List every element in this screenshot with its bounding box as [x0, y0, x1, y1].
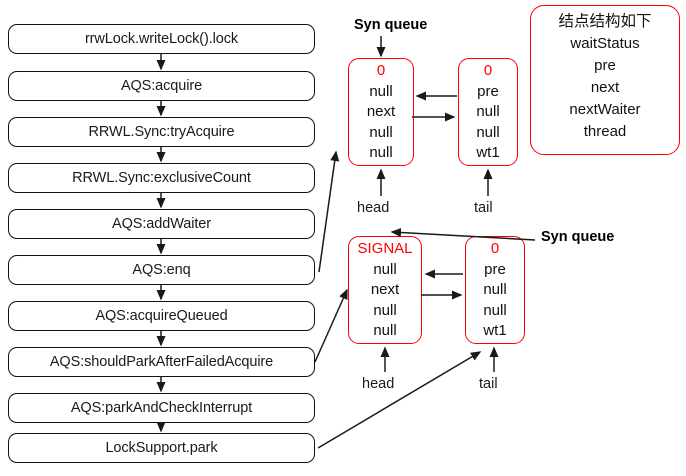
node-field-thread: null — [373, 322, 397, 339]
flow-step-5: AQS:enq — [8, 255, 315, 285]
queue-1-tail-node: 0 pre null null wt1 — [465, 236, 525, 344]
legend-field-waitstatus: waitStatus — [570, 35, 640, 52]
node-field-pre: pre — [477, 82, 499, 100]
node-field-pre: null — [369, 82, 393, 100]
legend-field-thread: thread — [583, 123, 627, 140]
flow-step-2: RRWL.Sync:tryAcquire — [8, 117, 315, 147]
queue-0-tail-node: 0 pre null null wt1 — [458, 58, 518, 166]
node-field-thread: wt1 — [476, 144, 500, 161]
node-field-nextwaiter: null — [373, 301, 397, 319]
flow-step-label: AQS:parkAndCheckInterrupt — [70, 400, 253, 416]
flow-step-4: AQS:addWaiter — [8, 209, 315, 239]
flow-step-6: AQS:acquireQueued — [8, 301, 315, 331]
park-to-queue-1-tail-arrow — [317, 351, 482, 449]
node-field-next: null — [483, 281, 507, 298]
queue-0-head-node: 0 null next null null — [348, 58, 414, 166]
node-field-nextwaiter: null — [483, 301, 507, 319]
queue-0-title: Syn queue — [354, 17, 428, 33]
flow-step-label: RRWL.Sync:exclusiveCount — [72, 170, 251, 186]
flow-step-9: LockSupport.park — [8, 433, 315, 463]
queue-1-title: Syn queue — [541, 229, 615, 245]
enq-to-queue-0-arrow — [318, 150, 340, 273]
node-field-thread: wt1 — [483, 322, 507, 339]
flow-step-label: RRWL.Sync:tryAcquire — [88, 124, 235, 140]
node-field-nextwaiter: null — [369, 123, 393, 141]
queue-1-head-label: head — [362, 376, 395, 392]
node-structure-legend: 结点结构如下 waitStatus pre next nextWaiter th… — [530, 5, 680, 155]
flow-step-label: AQS:shouldParkAfterFailedAcquire — [49, 354, 274, 370]
wait-status-value: 0 — [483, 62, 493, 79]
node-field-thread: null — [369, 144, 393, 161]
queue-0-tail-label: tail — [474, 200, 493, 216]
node-field-next: next — [370, 281, 400, 298]
flow-step-label: AQS:acquireQueued — [95, 308, 228, 324]
legend-field-next: next — [590, 79, 620, 96]
flow-step-0: rrwLock.writeLock().lock — [8, 24, 315, 54]
wait-status-value: 0 — [376, 62, 386, 79]
flow-step-7: AQS:shouldParkAfterFailedAcquire — [8, 347, 315, 377]
node-field-pre: null — [373, 260, 397, 278]
flow-step-3: RRWL.Sync:exclusiveCount — [8, 163, 315, 193]
wait-status-value: SIGNAL — [357, 240, 413, 257]
queue-1-head-node: SIGNAL null next null null — [348, 236, 422, 344]
node-field-nextwaiter: null — [476, 123, 500, 141]
queue-0-head-label: head — [357, 200, 390, 216]
wait-status-value: 0 — [490, 240, 500, 257]
flow-step-label: LockSupport.park — [105, 440, 218, 456]
flow-step-label: AQS:acquire — [120, 78, 203, 94]
node-field-pre: pre — [484, 260, 506, 278]
flow-step-label: AQS:addWaiter — [112, 216, 211, 232]
flow-step-1: AQS:acquire — [8, 71, 315, 101]
flow-step-8: AQS:parkAndCheckInterrupt — [8, 393, 315, 423]
node-field-next: next — [366, 103, 396, 120]
legend-title: 结点结构如下 — [558, 13, 652, 30]
flow-step-label: AQS:enq — [132, 262, 191, 278]
legend-field-nextwaiter: nextWaiter — [569, 101, 641, 118]
flow-step-label: rrwLock.writeLock().lock — [84, 31, 239, 47]
shouldpark-to-queue-1-arrow — [314, 288, 348, 363]
node-field-next: null — [476, 103, 500, 120]
queue-1-tail-label: tail — [479, 376, 498, 392]
legend-field-pre: pre — [594, 57, 616, 74]
